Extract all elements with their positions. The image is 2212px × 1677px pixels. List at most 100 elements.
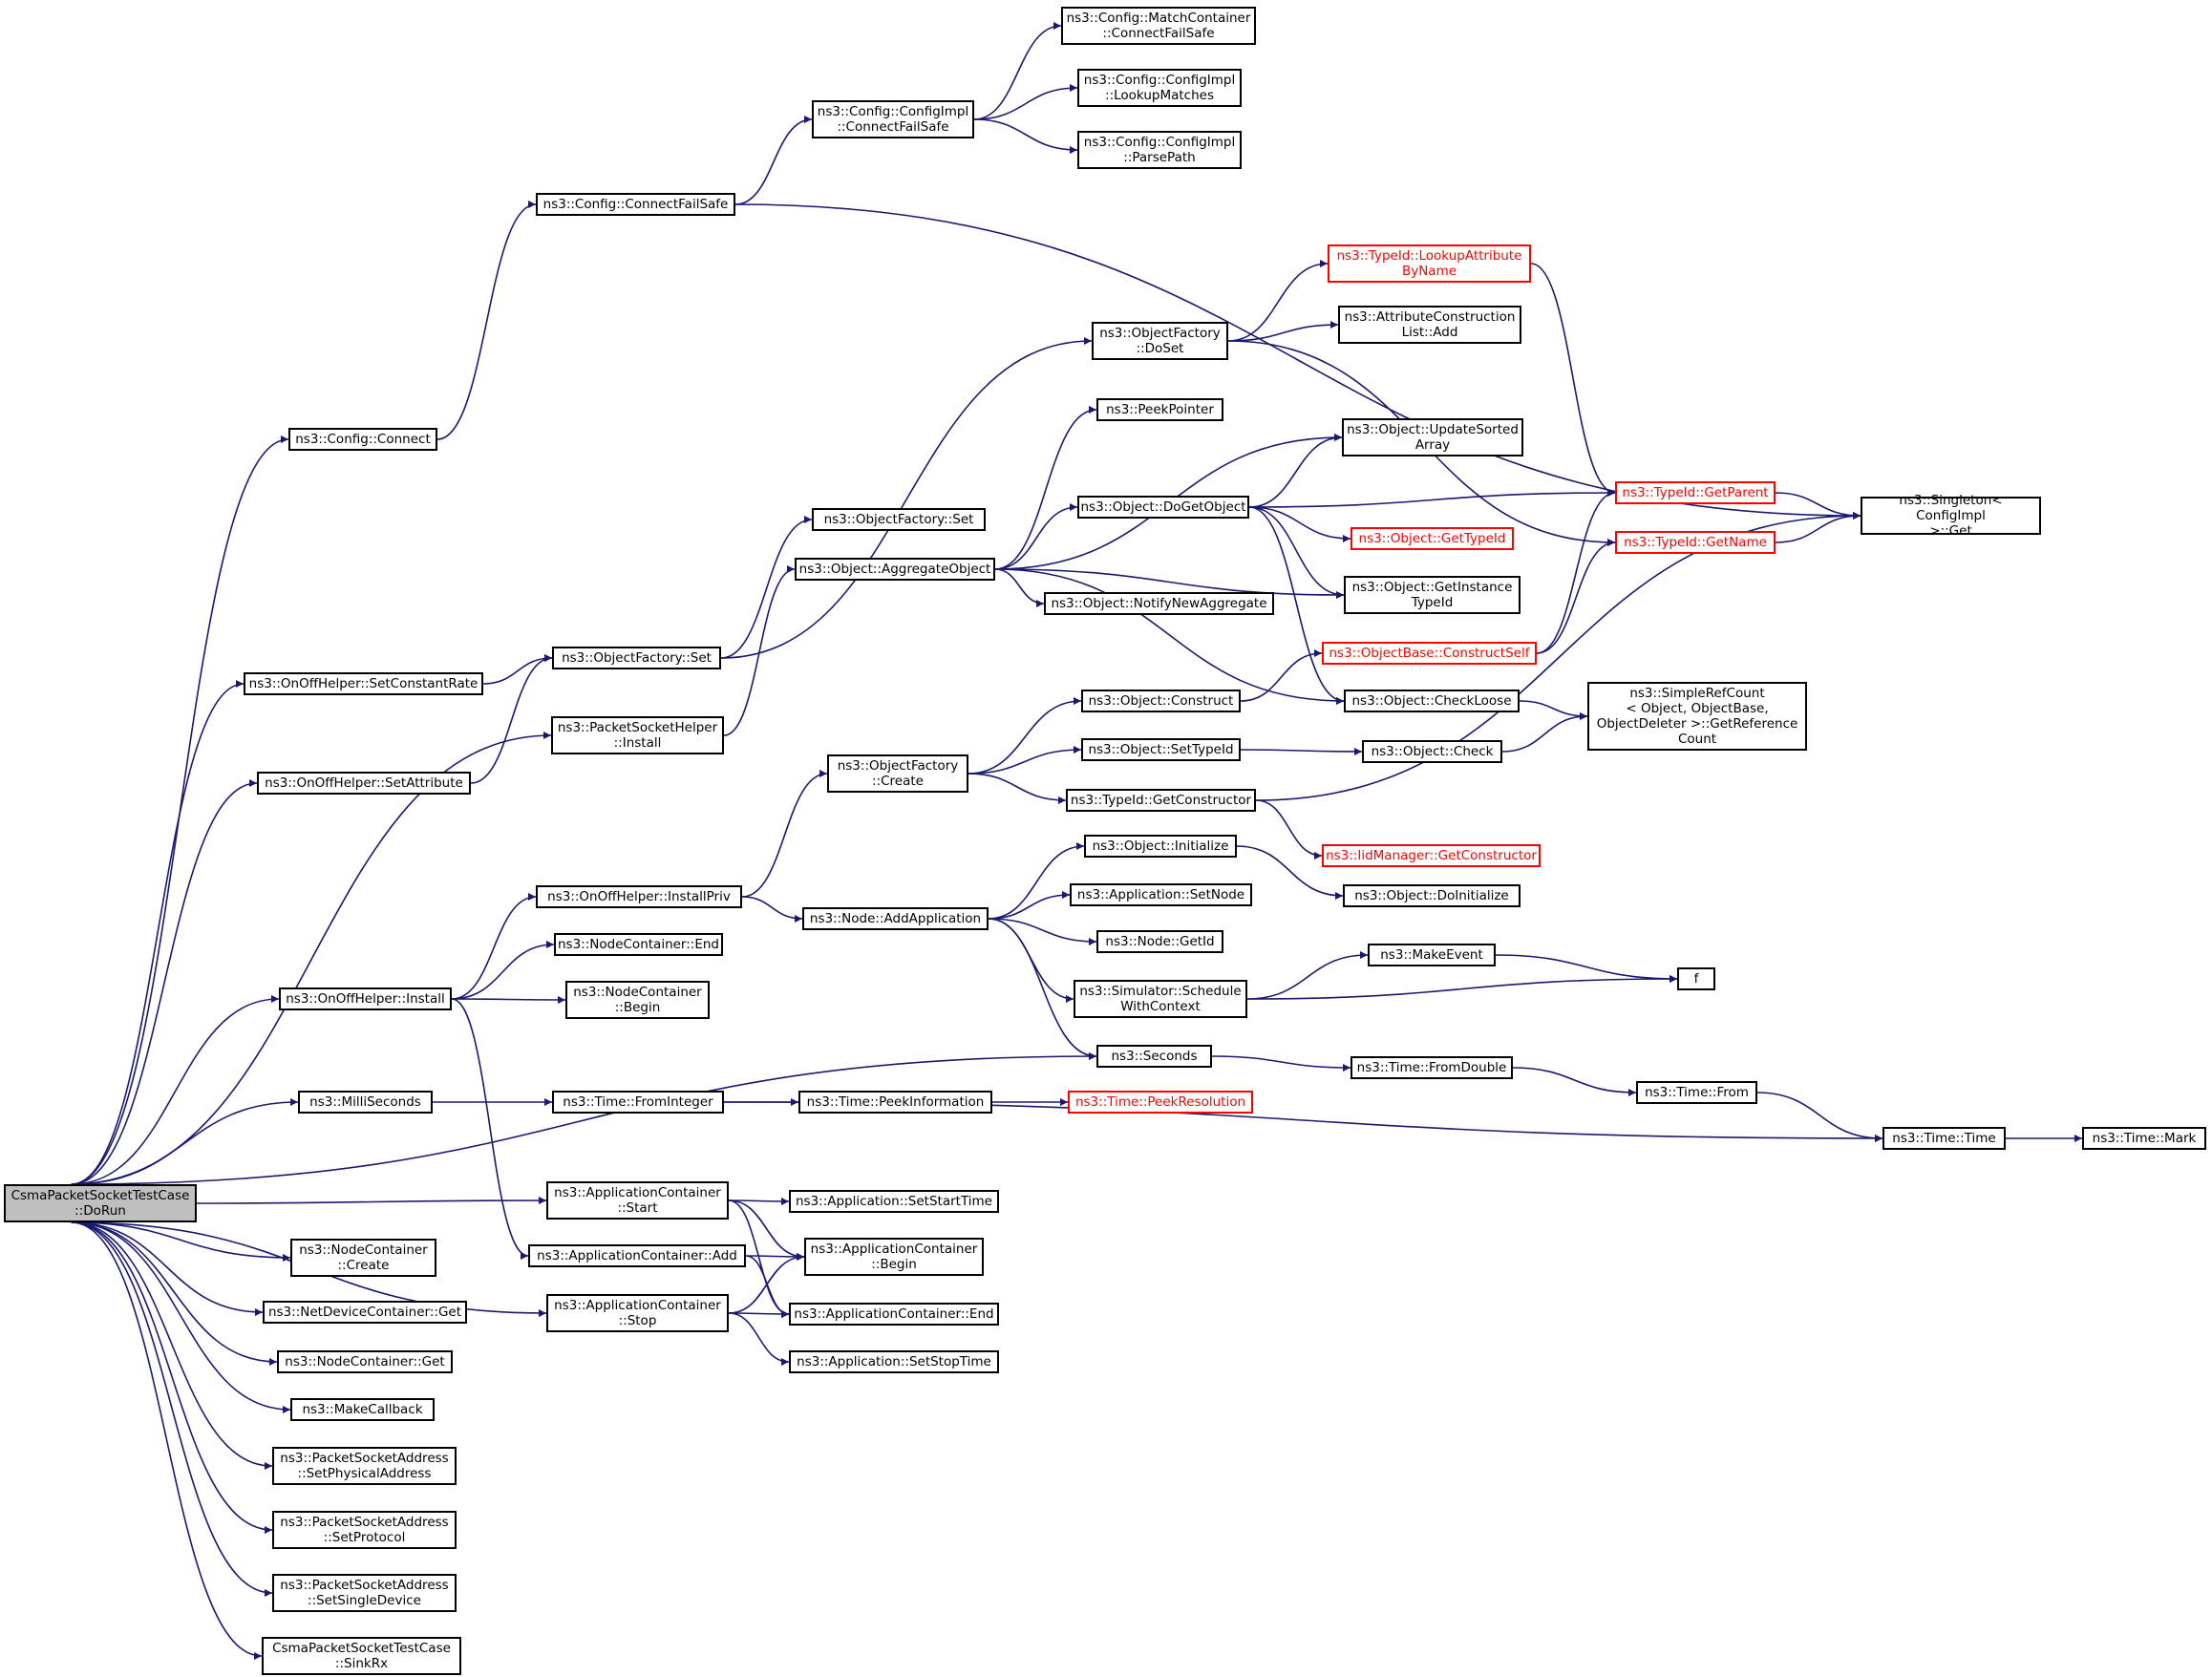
node-peekres[interactable]: ns3::Time::PeekResolution	[1068, 1091, 1253, 1114]
edge-implconnfs-to-lookupmatches	[973, 84, 1078, 120]
node-makeevent[interactable]: ns3::MakeEvent	[1368, 944, 1496, 966]
node-psinstall[interactable]: ns3::PacketSocketHelper ::Install	[551, 716, 724, 754]
node-notifyagg[interactable]: ns3::Object::NotifyNewAggregate	[1044, 592, 1274, 615]
node-acstart[interactable]: ns3::ApplicationContainer ::Start	[546, 1181, 729, 1220]
node-addapp[interactable]: ns3::Node::AddApplication	[802, 907, 989, 930]
edge-setattr-to-ofset2	[470, 654, 553, 784]
edge-objinit-to-doinit	[1236, 845, 1344, 900]
edge-checkloose-to-simpleref	[1519, 700, 1588, 720]
node-ncget[interactable]: ns3::NodeContainer::Get	[277, 1350, 453, 1373]
node-objconstruct[interactable]: ns3::Object::Construct	[1081, 690, 1241, 712]
node-sinkrx[interactable]: CsmaPacketSocketTestCase ::SinkRx	[262, 1637, 461, 1675]
node-cfgconnect[interactable]: ns3::Config::Connect	[288, 428, 437, 451]
node-acend[interactable]: ns3::ApplicationContainer::End	[789, 1303, 999, 1326]
node-f[interactable]: f	[1677, 967, 1715, 990]
node-iidctor[interactable]: ns3::IidManager::GetConstructor	[1322, 844, 1541, 867]
node-ncreate[interactable]: ns3::NodeContainer ::Create	[290, 1239, 436, 1277]
node-setstart[interactable]: ns3::Application::SetStartTime	[789, 1190, 999, 1213]
node-getparent[interactable]: ns3::TypeId::GetParent	[1615, 481, 1776, 504]
node-lookupattr[interactable]: ns3::TypeId::LookupAttribute ByName	[1328, 244, 1531, 283]
node-doinit[interactable]: ns3::Object::DoInitialize	[1343, 884, 1521, 907]
node-installpriv[interactable]: ns3::OnOffHelper::InstallPriv	[536, 885, 742, 908]
node-acadd[interactable]: ns3::ApplicationContainer::Add	[528, 1244, 746, 1267]
edge-ofdoset-to-attrcons	[1227, 321, 1339, 342]
edge-schedctx-to-makeevent	[1246, 951, 1369, 1000]
edge-fromdouble-to-timefrom	[1512, 1067, 1637, 1096]
edge-aggobj-to-getinst	[994, 568, 1345, 599]
node-setsingle[interactable]: ns3::PacketSocketAddress ::SetSingleDevi…	[272, 1574, 457, 1612]
node-aggobj[interactable]: ns3::Object::AggregateObject	[795, 558, 995, 581]
node-ofdoset[interactable]: ns3::ObjectFactory ::DoSet	[1092, 322, 1228, 360]
edge-root-to-acstart	[196, 1197, 547, 1205]
edge-cfgconnect-to-cfgconnfs	[436, 201, 537, 440]
node-millis[interactable]: ns3::MilliSeconds	[298, 1091, 433, 1114]
edge-implconnfs-to-parsepath	[973, 118, 1078, 154]
node-setattr[interactable]: ns3::OnOffHelper::SetAttribute	[257, 772, 471, 795]
node-updsorted[interactable]: ns3::Object::UpdateSorted Array	[1342, 418, 1523, 456]
edge-dogetobj-to-getinst	[1248, 506, 1345, 599]
node-ncend[interactable]: ns3::NodeContainer::End	[554, 933, 723, 956]
edge-ofcreate-to-getctor	[968, 773, 1067, 804]
node-peekinfo[interactable]: ns3::Time::PeekInformation	[798, 1091, 992, 1114]
edge-dogetobj-to-getparent	[1248, 489, 1616, 508]
edge-root-to-sinkrx	[71, 1221, 263, 1660]
node-acstop[interactable]: ns3::ApplicationContainer ::Stop	[546, 1294, 729, 1332]
node-ofset[interactable]: ns3::ObjectFactory::Set	[812, 508, 986, 531]
node-getctor[interactable]: ns3::TypeId::GetConstructor	[1066, 789, 1256, 812]
edge-root-to-ncget	[71, 1221, 278, 1366]
node-peekptr[interactable]: ns3::PeekPointer	[1096, 398, 1223, 421]
edge-ofcreate-to-settypeid	[968, 746, 1082, 775]
node-cfgconnfs[interactable]: ns3::Config::ConnectFailSafe	[536, 193, 735, 216]
edge-root-to-ooinstall	[71, 995, 280, 1185]
edge-root-to-ncreate	[71, 1221, 291, 1262]
node-timemark[interactable]: ns3::Time::Mark	[2082, 1127, 2206, 1150]
node-matchconn[interactable]: ns3::Config::MatchContainer ::ConnectFai…	[1061, 7, 1256, 45]
node-getname[interactable]: ns3::TypeId::GetName	[1615, 531, 1776, 554]
node-fromint[interactable]: ns3::Time::FromInteger	[552, 1091, 724, 1114]
node-ofcreate[interactable]: ns3::ObjectFactory ::Create	[827, 754, 968, 793]
edge-ooinstall-to-ncend	[451, 941, 555, 1000]
edge-ooinstall-to-installpriv	[451, 893, 537, 1000]
edge-seconds-to-fromdouble	[1211, 1055, 1351, 1072]
node-simpleref[interactable]: ns3::SimpleRefCount < Object, ObjectBase…	[1587, 682, 1807, 751]
edge-installpriv-to-ofcreate	[741, 770, 828, 898]
node-timefrom[interactable]: ns3::Time::From	[1636, 1081, 1757, 1104]
node-gettypeid[interactable]: ns3::Object::GetTypeId	[1351, 527, 1514, 550]
node-timetime[interactable]: ns3::Time::Time	[1882, 1127, 2006, 1150]
node-objcheck[interactable]: ns3::Object::Check	[1362, 740, 1502, 763]
node-setnode[interactable]: ns3::Application::SetNode	[1070, 883, 1252, 906]
node-singleton[interactable]: ns3::Singleton< ConfigImpl >::Get	[1861, 493, 2041, 539]
edge-acstop-to-acend	[728, 1309, 790, 1318]
node-nodegetid[interactable]: ns3::Node::GetId	[1096, 930, 1223, 953]
node-ooinstall[interactable]: ns3::OnOffHelper::Install	[279, 987, 452, 1010]
node-setphys[interactable]: ns3::PacketSocketAddress ::SetPhysicalAd…	[272, 1447, 457, 1485]
node-setconst[interactable]: ns3::OnOffHelper::SetConstantRate	[244, 672, 483, 695]
node-settypeid[interactable]: ns3::Object::SetTypeId	[1081, 738, 1241, 761]
edge-makeevent-to-f	[1495, 954, 1678, 983]
node-fromdouble[interactable]: ns3::Time::FromDouble	[1351, 1056, 1513, 1079]
node-seconds[interactable]: ns3::Seconds	[1096, 1045, 1212, 1068]
node-ndcget[interactable]: ns3::NetDeviceContainer::Get	[263, 1301, 467, 1324]
edge-dogetobj-to-checkloose	[1248, 506, 1345, 705]
node-attrcons[interactable]: ns3::AttributeConstruction List::Add	[1338, 306, 1521, 344]
edge-aggobj-to-notifyagg	[994, 568, 1045, 607]
node-objinit[interactable]: ns3::Object::Initialize	[1084, 835, 1237, 858]
node-lookupmatches[interactable]: ns3::Config::ConfigImpl ::LookupMatches	[1077, 69, 1242, 107]
edge-root-to-seconds	[71, 1052, 1097, 1185]
node-makecb[interactable]: ns3::MakeCallback	[290, 1398, 435, 1421]
node-implconnfs[interactable]: ns3::Config::ConfigImpl ::ConnectFailSaf…	[812, 100, 974, 138]
node-setstop[interactable]: ns3::Application::SetStopTime	[789, 1350, 999, 1373]
node-dogetobj[interactable]: ns3::Object::DoGetObject	[1077, 496, 1249, 519]
node-consself[interactable]: ns3::ObjectBase::ConstructSelf	[1322, 642, 1537, 665]
node-schedctx[interactable]: ns3::Simulator::Schedule WithContext	[1074, 980, 1247, 1018]
node-setproto[interactable]: ns3::PacketSocketAddress ::SetProtocol	[272, 1511, 457, 1549]
node-ofset2[interactable]: ns3::ObjectFactory::Set	[552, 647, 721, 669]
edge-installpriv-to-addapp	[741, 896, 803, 923]
node-acbegin[interactable]: ns3::ApplicationContainer ::Begin	[804, 1238, 984, 1276]
node-checkloose[interactable]: ns3::Object::CheckLoose	[1344, 690, 1520, 712]
node-ncbegin[interactable]: ns3::NodeContainer ::Begin	[565, 981, 710, 1019]
edge-root-to-setphys	[71, 1221, 273, 1470]
edge-timefrom-to-timetime	[1756, 1092, 1883, 1142]
node-getinst[interactable]: ns3::Object::GetInstance TypeId	[1344, 576, 1521, 614]
node-parsepath[interactable]: ns3::Config::ConfigImpl ::ParsePath	[1077, 131, 1242, 169]
